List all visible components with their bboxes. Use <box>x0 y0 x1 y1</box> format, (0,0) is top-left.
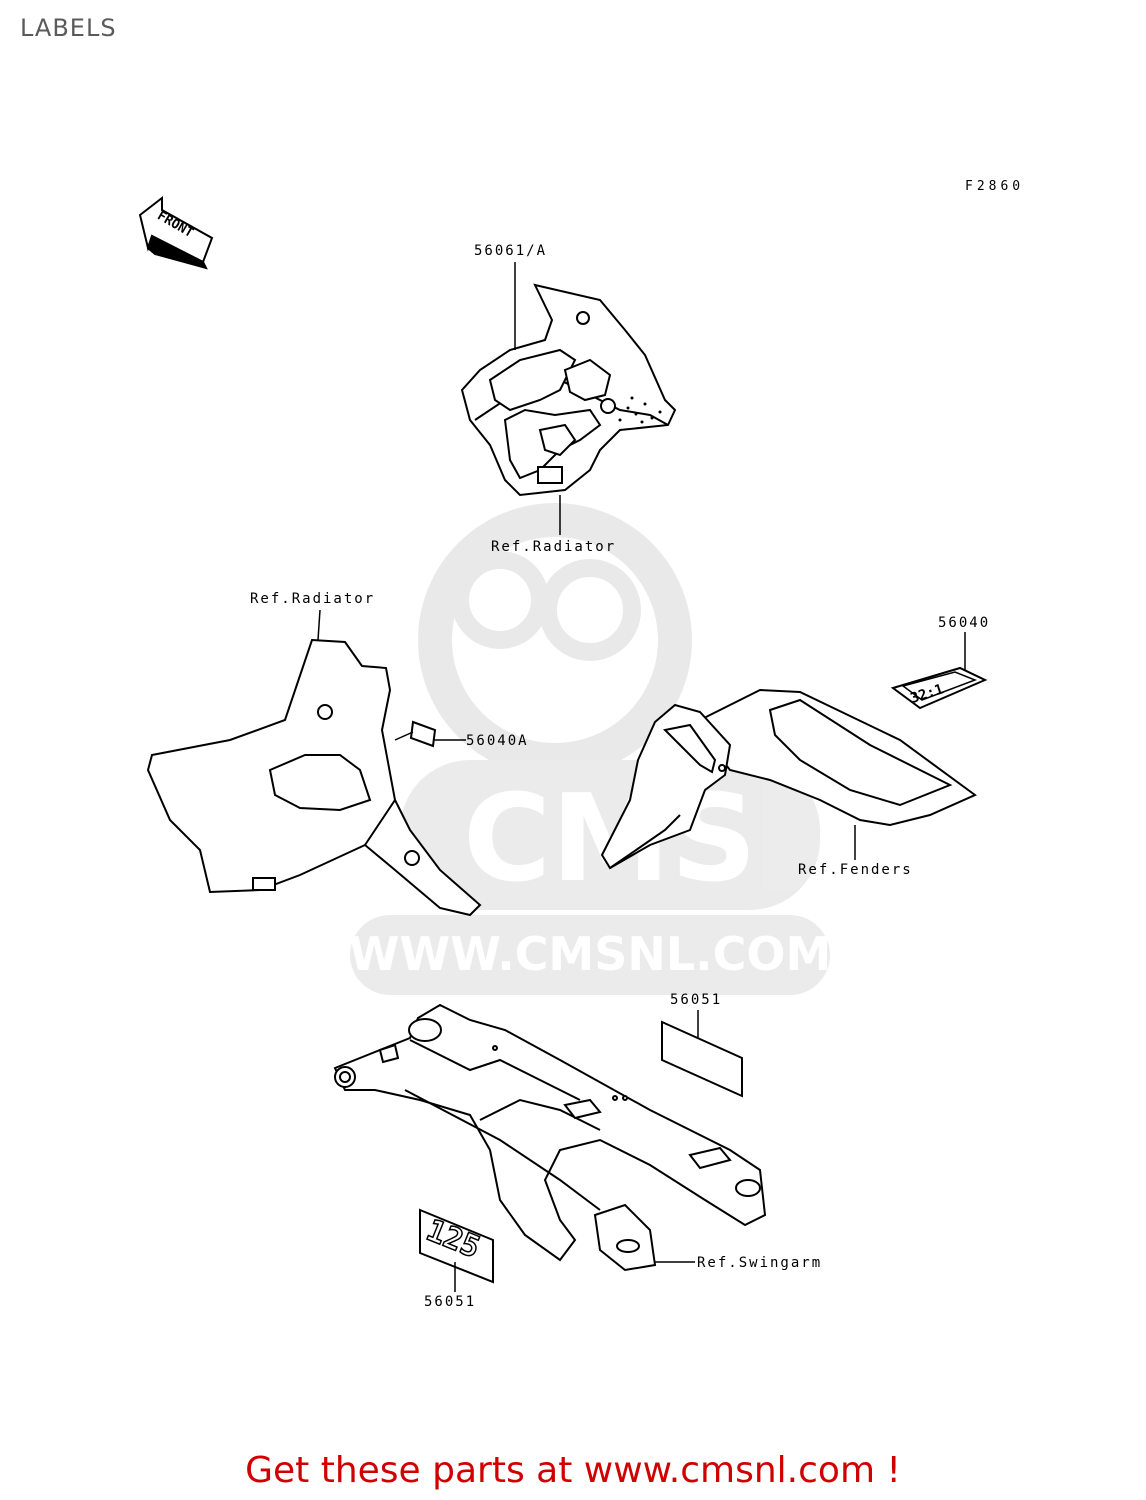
shroud-decal-top <box>460 283 677 497</box>
swingarm <box>333 1003 767 1272</box>
part-label-56051-left: 56051 <box>424 1294 476 1310</box>
part-label-56040a: 56040A <box>466 733 529 749</box>
part-label-56040: 56040 <box>938 615 990 631</box>
rear-fender <box>600 688 977 870</box>
ratio-decal: 32:1 <box>890 666 988 710</box>
figure-code: F2860 <box>965 179 1024 194</box>
number-decal: 125 <box>419 1208 494 1284</box>
ref-label-swingarm: Ref.Swingarm <box>697 1255 822 1271</box>
part-label-56051-right: 56051 <box>670 992 722 1008</box>
label-56051-right-shape <box>661 1020 743 1098</box>
label-56040a-shape <box>409 720 437 748</box>
ref-label-fenders: Ref.Fenders <box>798 862 913 878</box>
front-arrow-icon: FRONT <box>138 195 214 270</box>
page-title: LABELS <box>20 14 117 42</box>
watermark-url: WWW.CMSNL.COM <box>349 927 832 981</box>
ref-label-radiator-top: Ref.Radiator <box>491 539 616 555</box>
cta-link[interactable]: Get these parts at www.cmsnl.com ! <box>245 1450 901 1491</box>
part-label-56061-a: 56061/A <box>474 243 547 259</box>
radiator-shroud-left <box>146 638 482 917</box>
ref-label-radiator-left: Ref.Radiator <box>250 591 375 607</box>
